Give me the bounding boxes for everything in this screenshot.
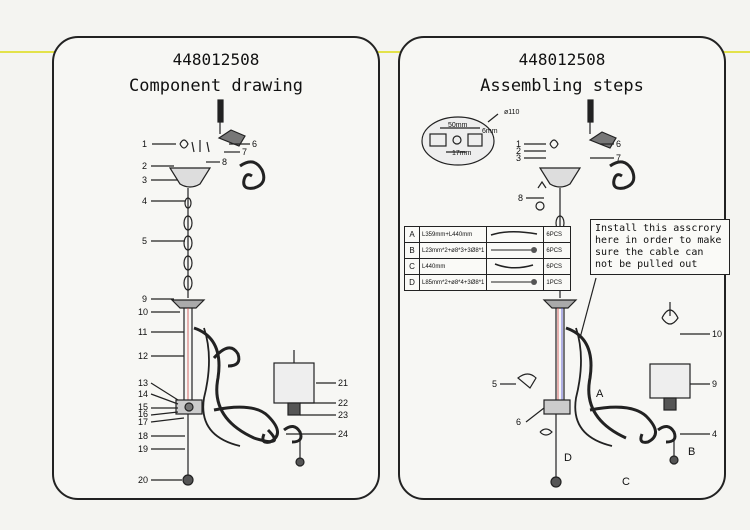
label-1: 1 [142,139,148,149]
label-2: 2 [516,146,522,156]
label-21: 21 [338,378,349,388]
panel-title: Assembling steps [480,76,644,96]
label-13: 13 [138,378,149,388]
label-3: 3 [516,153,522,163]
label-6: 6 [616,139,622,149]
label-A: A [596,388,604,400]
assembling-steps-panel: 448012508 Assembling steps [398,36,730,500]
label-20: 20 [138,475,149,485]
parts-table: A L359mm+L440mm 6PCS B L23mm*2+ø8*3+3Ø8*… [404,226,572,291]
label-16: 16 [138,409,149,419]
arm-c-icon [486,258,545,275]
label-C: C [622,476,630,488]
label-1: 1 [516,139,522,149]
chandelier-assembly-drawing [421,99,710,488]
label-2: 2 [142,161,148,171]
label-24: 24 [338,429,349,439]
component-drawing-panel: 448012508 Component drawing [52,36,380,500]
table-row: C L440mm 6PCS [404,258,572,275]
label-14: 14 [138,389,149,399]
label-4: 4 [712,429,718,439]
label-9: 9 [142,294,148,304]
label-6b: 6 [516,417,522,427]
label-10: 10 [138,307,149,317]
table-row: B L23mm*2+ø8*3+3Ø8*1 6PCS [404,242,572,259]
diameter-label: ø110 [504,109,520,116]
label-8: 8 [222,157,228,167]
label-5: 5 [492,379,498,389]
label-6: 6 [252,139,258,149]
rod-d-icon [486,274,545,291]
label-4: 4 [142,196,148,206]
table-row: D L85mm*2+ø8*4+3Ø8*1 1PCS [404,274,572,291]
label-9: 9 [712,379,718,389]
chandelier-component-drawing [150,99,336,486]
product-code: 448012508 [172,50,260,69]
label-5: 5 [142,236,148,246]
label-10: 10 [712,329,723,339]
product-code: 448012508 [518,50,606,69]
dim-17mm: 17mm [452,150,472,157]
label-19: 19 [138,444,149,454]
label-B: B [688,446,696,458]
dim-6mm: 6mm [482,128,498,135]
label-15: 15 [138,402,149,412]
label-22: 22 [338,398,349,408]
arm-a-icon [486,226,545,243]
label-7: 7 [616,153,622,163]
label-8: 8 [518,193,524,203]
label-12: 12 [138,351,149,361]
label-11: 11 [138,327,148,337]
label-23: 23 [338,410,349,420]
label-18: 18 [138,431,149,441]
install-note: Install this asscrory here in order to m… [590,219,730,275]
panel-title: Component drawing [129,76,303,96]
label-7: 7 [242,147,248,157]
label-D: D [564,452,572,464]
table-row: A L359mm+L440mm 6PCS [404,226,572,243]
label-3: 3 [142,175,148,185]
label-17: 17 [138,417,149,427]
dim-50mm: 50mm [448,122,468,129]
rod-b-icon [486,242,545,259]
